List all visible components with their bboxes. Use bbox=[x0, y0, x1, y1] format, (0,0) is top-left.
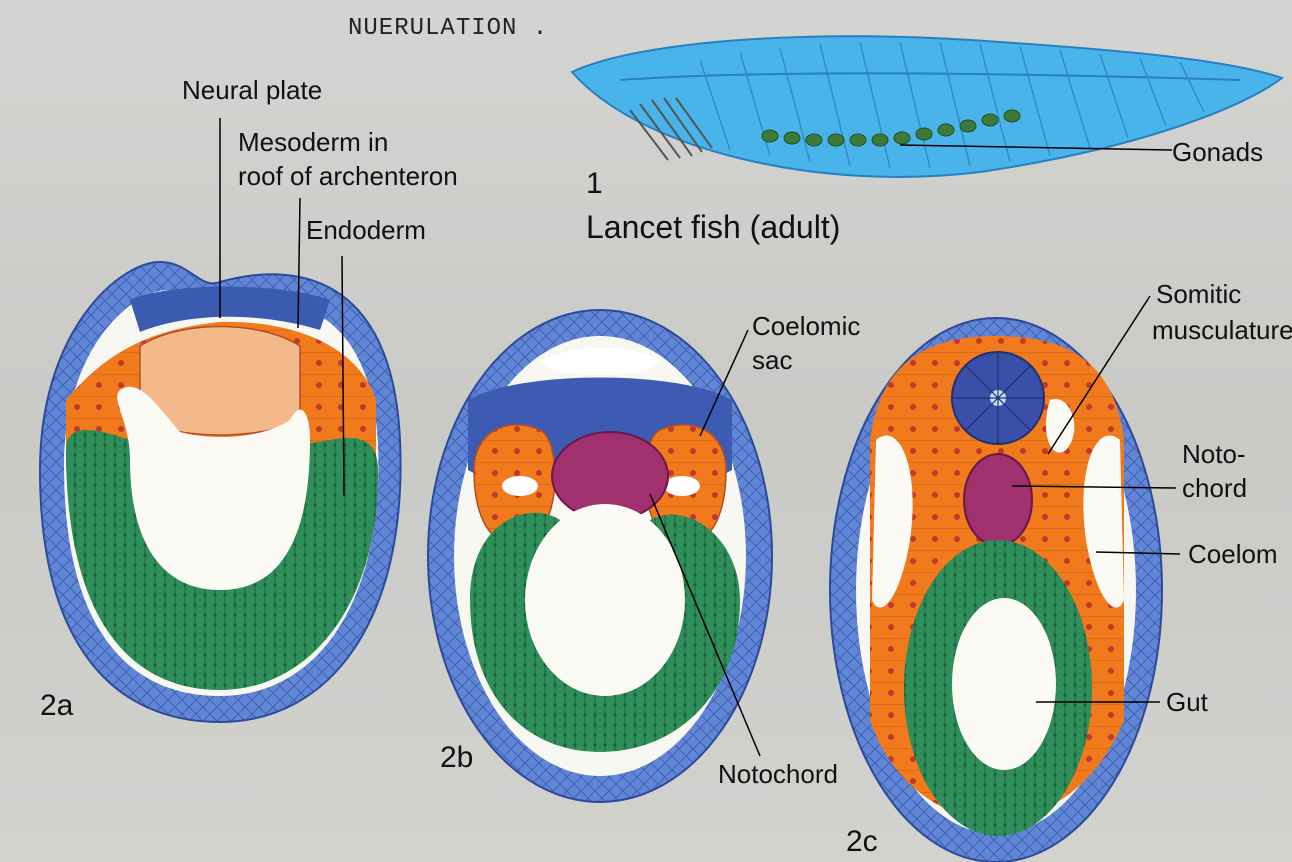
coelomic-label-line2: sac bbox=[752, 346, 792, 374]
embryo-2a bbox=[40, 262, 401, 722]
notochord-2c-label-line2: chord bbox=[1182, 474, 1247, 502]
fish-number-label: 1 bbox=[586, 168, 603, 200]
embryo-2b bbox=[428, 310, 772, 802]
embryo-2c bbox=[830, 318, 1162, 862]
page-title: NUERULATION . bbox=[348, 16, 548, 42]
coelomic-label-line1: Coelomic bbox=[752, 312, 860, 340]
mesoderm-label-line2: roof of archenteron bbox=[238, 162, 458, 190]
somitic-label-line2: musculature bbox=[1152, 316, 1292, 344]
mesoderm-label-line1: Mesoderm in bbox=[238, 128, 388, 156]
coelom-label: Coelom bbox=[1188, 540, 1278, 568]
panel-2c-id: 2c bbox=[846, 826, 878, 858]
neural-plate-label: Neural plate bbox=[182, 76, 322, 104]
panel-2a-id: 2a bbox=[40, 690, 73, 722]
panel-2b-id: 2b bbox=[440, 742, 473, 774]
endoderm-label: Endoderm bbox=[306, 216, 426, 244]
notochord-2c-label-line1: Noto- bbox=[1182, 440, 1246, 468]
fish-caption: Lancet fish (adult) bbox=[586, 210, 840, 245]
notochord-2b-label: Notochord bbox=[718, 760, 838, 788]
gonads-label: Gonads bbox=[1172, 138, 1263, 166]
gut-label: Gut bbox=[1166, 688, 1208, 716]
somitic-label-line1: Somitic bbox=[1156, 280, 1241, 308]
